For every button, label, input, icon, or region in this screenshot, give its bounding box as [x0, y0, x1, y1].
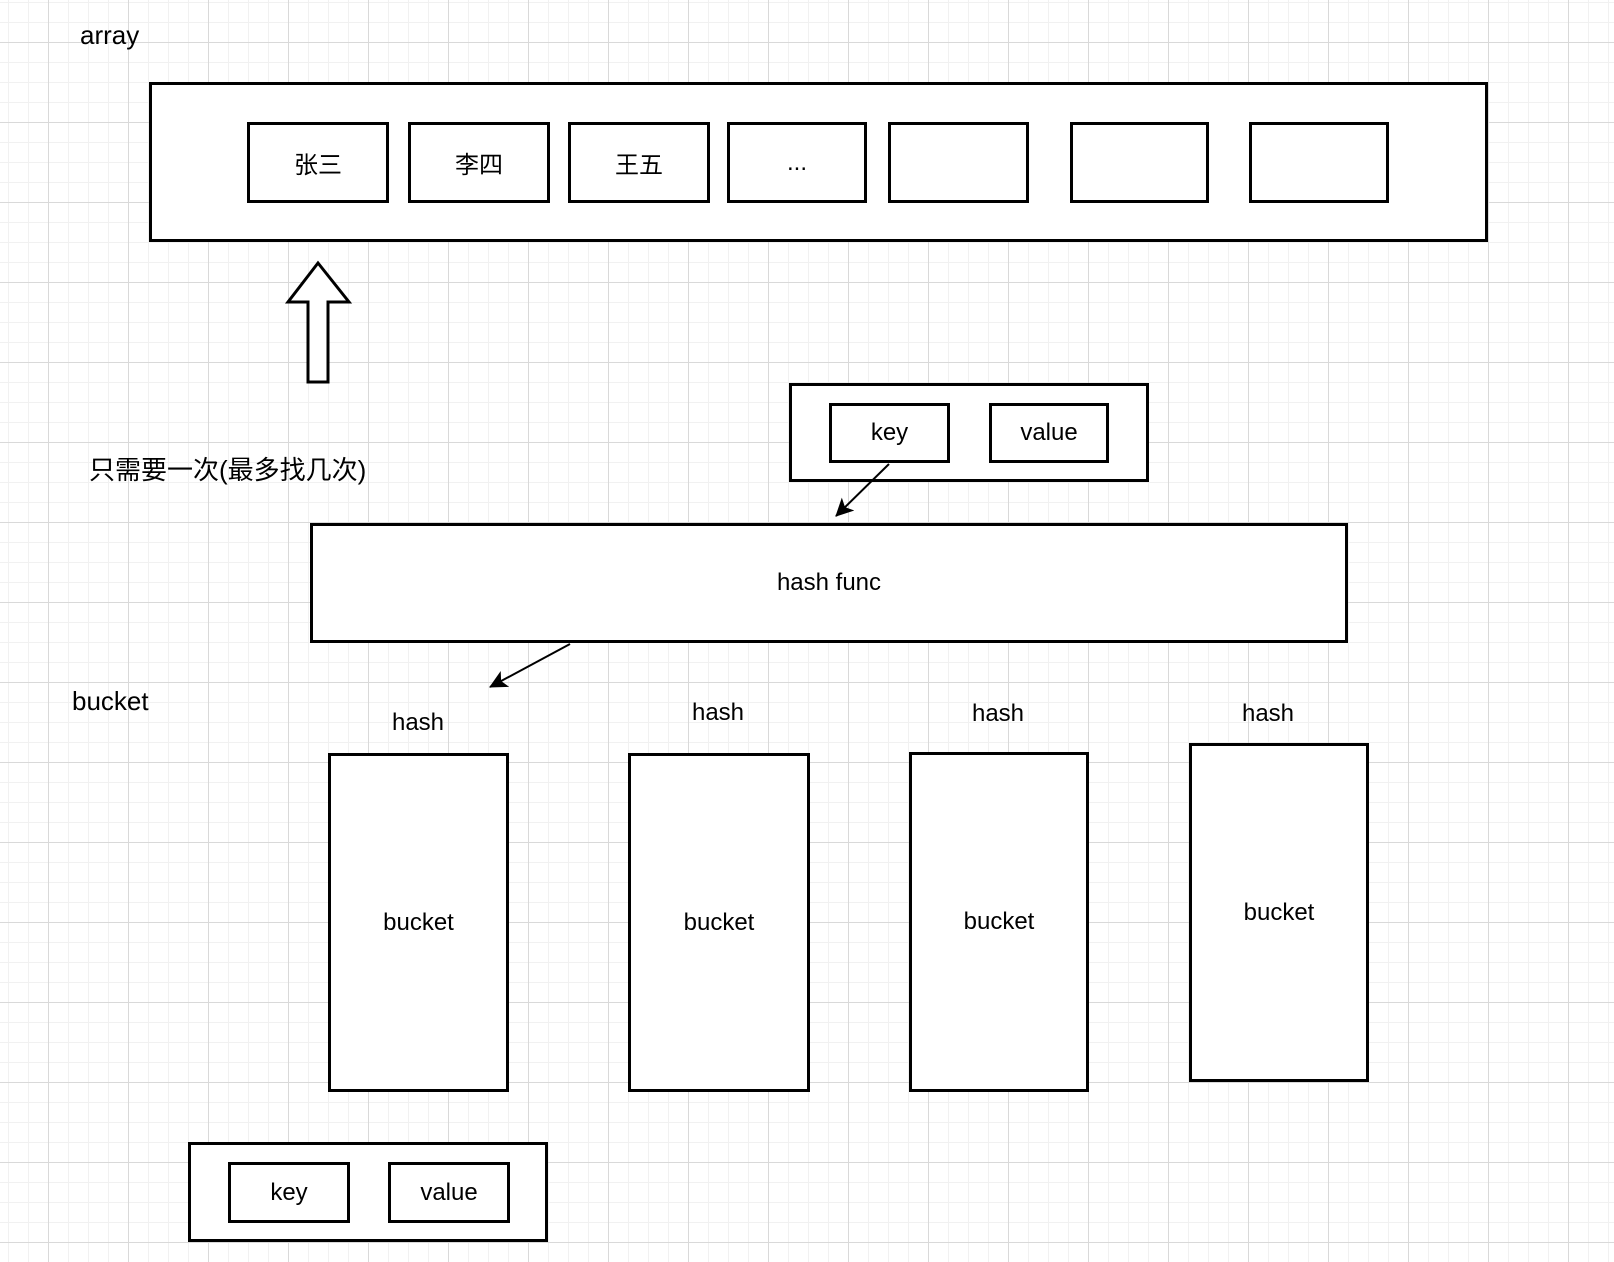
array-cell: 王五 — [568, 122, 710, 203]
kv-bottom-key-box: key — [228, 1162, 350, 1223]
kv-top-value-box: value — [989, 403, 1109, 463]
hash-func-box: hash func — [310, 523, 1348, 643]
note-label: 只需要一次(最多找几次) — [89, 455, 367, 485]
kv-top-key-box: key — [829, 403, 950, 463]
array-cell — [1249, 122, 1389, 203]
bucket-hash-label: hash — [391, 709, 445, 736]
bucket-hash-label: hash — [1241, 700, 1295, 727]
kv-bottom-value-box: value — [388, 1162, 510, 1223]
bucket-hash-label: hash — [691, 699, 745, 726]
hashfunc-to-bucket-arrow-icon — [489, 643, 571, 688]
array-cell: 李四 — [408, 122, 550, 203]
array-cell — [1070, 122, 1209, 203]
up-block-arrow-icon — [284, 260, 353, 384]
bucket-box: bucket — [1189, 743, 1369, 1082]
array-cell — [888, 122, 1029, 203]
bucket-box: bucket — [328, 753, 509, 1092]
array-cell: 张三 — [247, 122, 389, 203]
bucket-hash-label: hash — [971, 700, 1025, 727]
bucket-box: bucket — [628, 753, 810, 1092]
array-cell: ... — [727, 122, 867, 203]
array-label: array — [80, 20, 140, 50]
bucket-box: bucket — [909, 752, 1089, 1092]
bucket-section-label: bucket — [72, 686, 149, 716]
